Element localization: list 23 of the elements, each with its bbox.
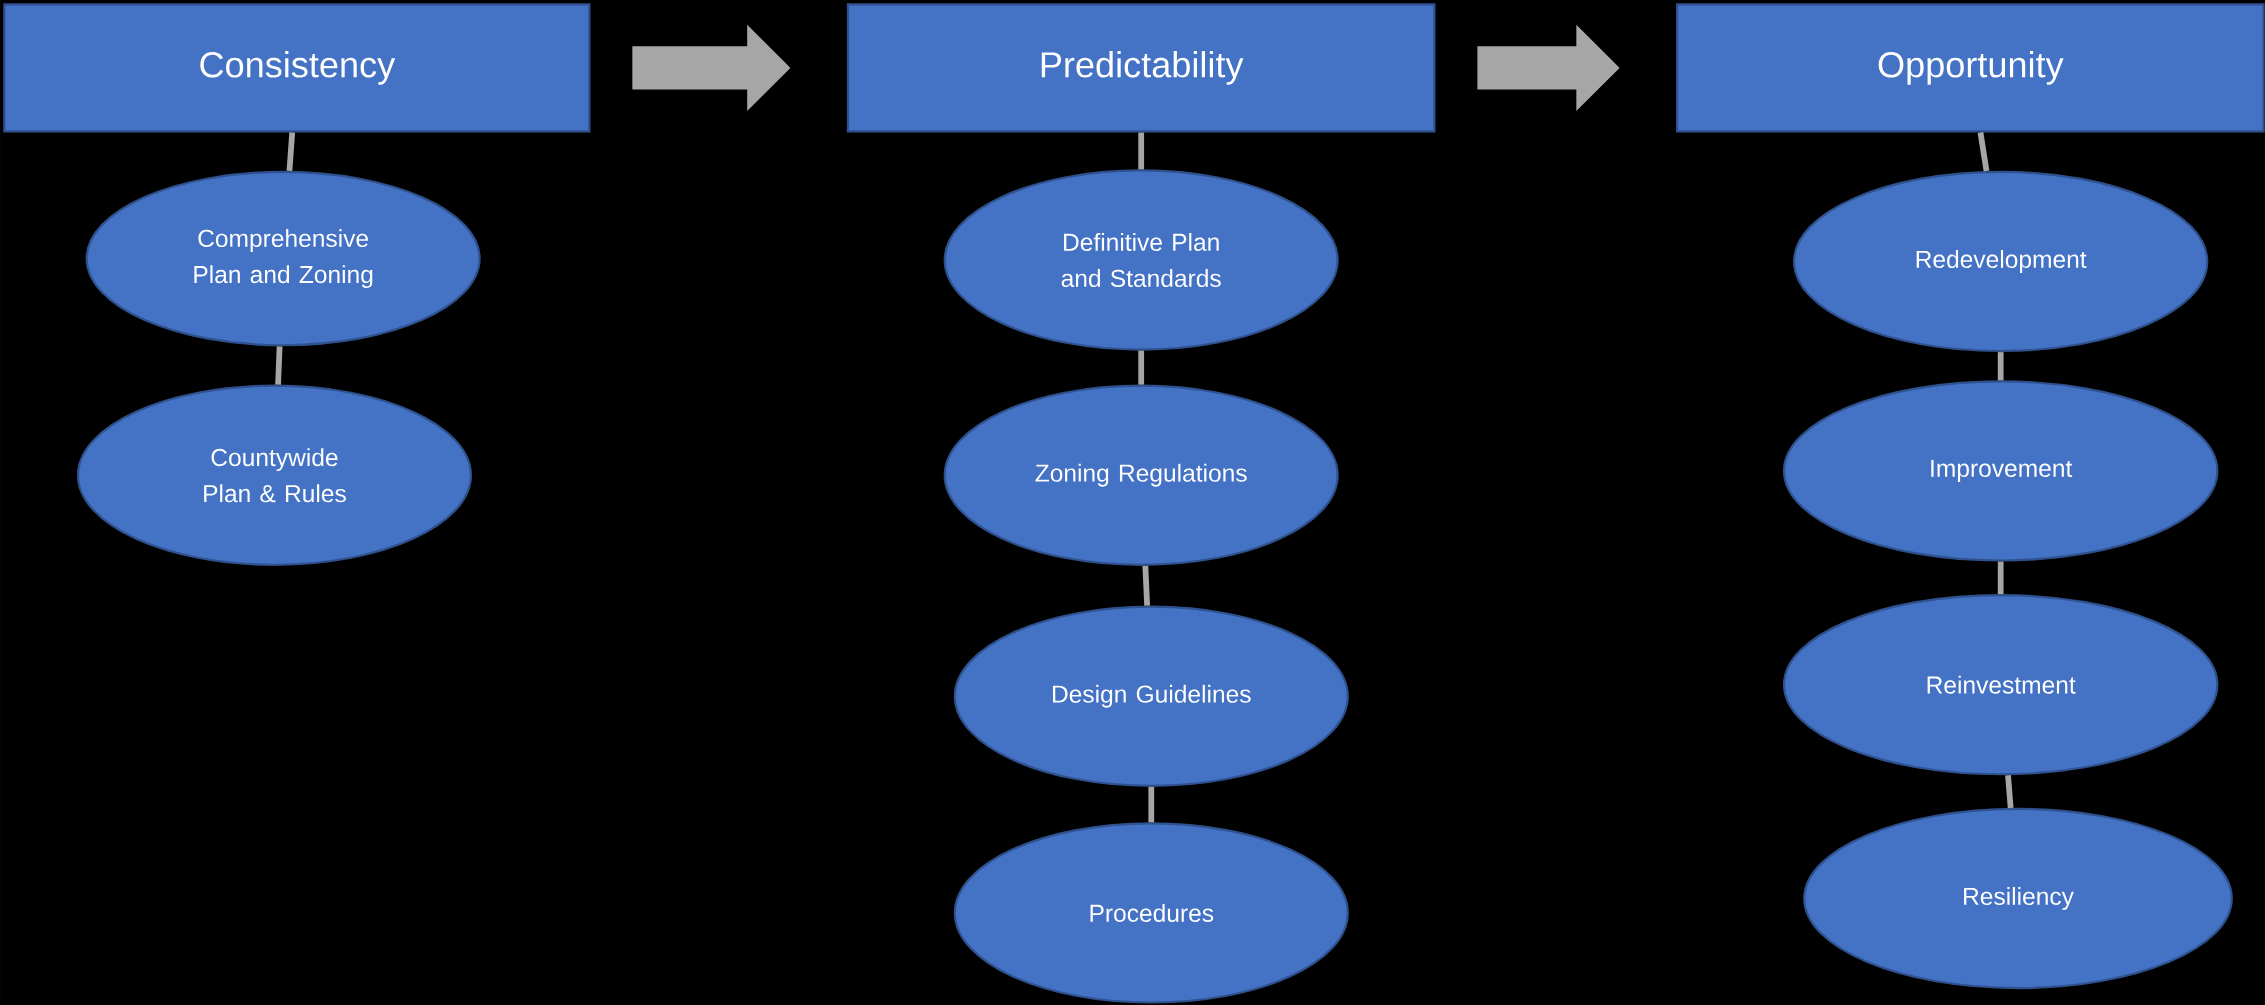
connector-line <box>1138 132 1145 170</box>
connector-line <box>1138 350 1145 385</box>
oval-node: Redevelopment <box>1793 170 2209 352</box>
connector-line <box>1148 786 1155 823</box>
connector-line <box>1142 565 1151 606</box>
oval-node: Countywide Plan & Rules <box>76 384 472 566</box>
oval-node: Comprehensive Plan and Zoning <box>85 170 481 347</box>
oval-node: Definitive Plan and Standards <box>943 169 1339 351</box>
connector-line <box>286 132 296 171</box>
oval-node: Procedures <box>953 822 1349 1004</box>
connector-line <box>275 346 283 385</box>
oval-node: Zoning Regulations <box>943 384 1339 566</box>
connector-line <box>1997 351 2004 381</box>
heading-box: Consistency <box>3 3 591 133</box>
connector-line <box>2005 774 2014 808</box>
heading-box: Opportunity <box>1676 3 2265 133</box>
heading-box: Predictability <box>846 3 1436 133</box>
oval-node: Resiliency <box>1803 807 2233 989</box>
oval-node: Reinvestment <box>1782 593 2219 776</box>
connector-line <box>1977 131 1990 172</box>
oval-node: Design Guidelines <box>953 605 1349 787</box>
connector-line <box>1997 561 2004 594</box>
oval-node: Improvement <box>1782 380 2219 562</box>
